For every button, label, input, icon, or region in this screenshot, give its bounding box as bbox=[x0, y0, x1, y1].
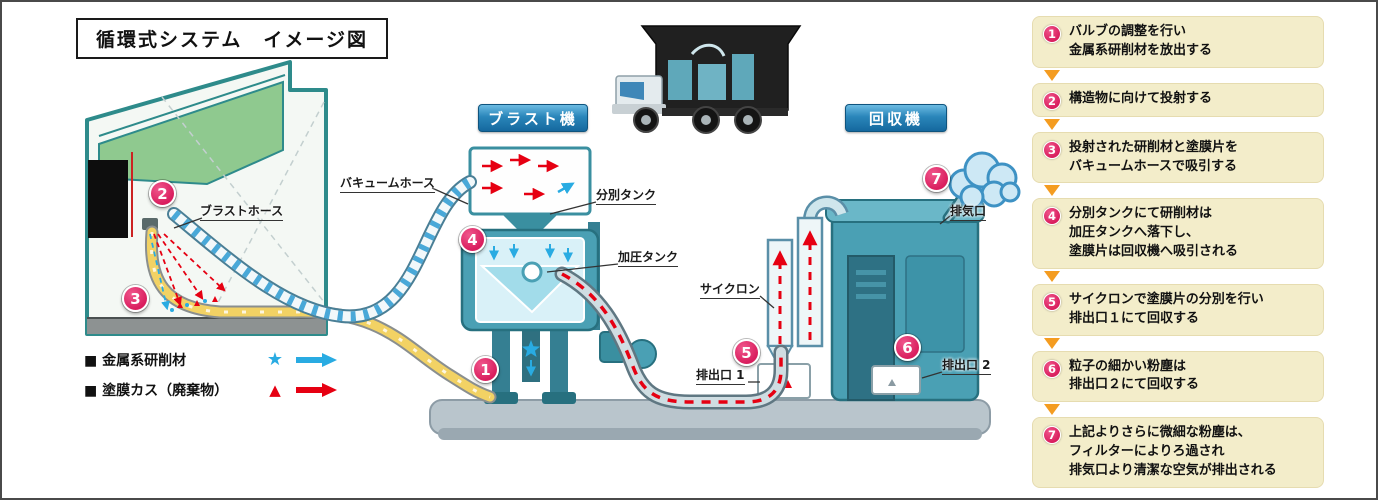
star-icon: ★ bbox=[266, 349, 284, 370]
diagram-badge-4: 4 bbox=[459, 226, 486, 253]
step-text: 上記よりさらに微細な粉塵は、 フィルターによりろ過され 排気口より清潔な空気が排… bbox=[1069, 425, 1277, 478]
label-separation-tank: 分別タンク bbox=[596, 186, 657, 205]
label-outlet-2: 排出口 2 bbox=[942, 356, 991, 375]
step-text: 投射された研削材と塗膜片を バキュームホースで吸引する bbox=[1069, 139, 1239, 174]
machine-platform bbox=[429, 399, 991, 440]
step-item-4: 4 分別タンクにて研削材は 加圧タンクへ落下し、 塗膜片は回収機へ吸引される bbox=[1032, 198, 1324, 269]
step-text: バルブの調整を行い 金属系研削材を放出する bbox=[1069, 24, 1213, 58]
smoke-cloud bbox=[948, 151, 1021, 210]
down-arrow-icon bbox=[1044, 270, 1060, 282]
diagram-artwork bbox=[85, 25, 1021, 440]
step-number-badge: 7 bbox=[1043, 426, 1061, 445]
label-exhaust-port: 排気口 bbox=[950, 202, 987, 221]
step-item-5: 5 サイクロンで塗膜片の分別を行い 排出口１にて回収する bbox=[1032, 283, 1324, 336]
step-number-badge: 6 bbox=[1043, 359, 1061, 378]
step-text: サイクロンで塗膜片の分別を行い 排出口１にて回収する bbox=[1069, 291, 1264, 326]
transfer-hose bbox=[554, 266, 789, 410]
diagram-badge-3: 3 bbox=[122, 285, 149, 312]
step-text: 粒子の細かい粉塵は 排出口２にて回収する bbox=[1069, 358, 1200, 393]
vacuum-hose-striped bbox=[167, 175, 477, 324]
step-item-6: 6 粒子の細かい粉塵は 排出口２にて回収する bbox=[1032, 350, 1324, 403]
blast-spray bbox=[149, 233, 226, 312]
legend-abrasive-label: ■ 金属系研削材 bbox=[84, 353, 187, 369]
legend-waste-label: ■ 塗膜カス（廃棄物） bbox=[84, 383, 229, 399]
step-text: 構造物に向けて投射する bbox=[1069, 90, 1213, 106]
step-number-badge: 2 bbox=[1043, 91, 1061, 110]
label-blast-hose: ブラストホース bbox=[200, 202, 284, 221]
label-pressure-tank: 加圧タンク bbox=[618, 248, 679, 267]
truck bbox=[612, 25, 802, 134]
step-text: 分別タンクにて研削材は 加圧タンクへ落下し、 塗膜片は回収機へ吸引される bbox=[1069, 206, 1239, 260]
leader-lines bbox=[173, 187, 951, 383]
down-arrow-icon bbox=[1044, 404, 1060, 416]
step-item-2: 2 構造物に向けて投射する bbox=[1032, 82, 1324, 117]
step-item-7: 7 上記よりさらに微細な粉塵は、 フィルターによりろ過され 排気口より清潔な空気… bbox=[1032, 417, 1324, 488]
step-number-badge: 3 bbox=[1043, 140, 1061, 159]
down-arrow-icon bbox=[1044, 337, 1060, 349]
legend-item-waste: ■ 塗膜カス（廃棄物） ▲ bbox=[84, 380, 338, 400]
label-vacuum-hose: バキュームホース bbox=[340, 174, 436, 193]
down-arrow-icon bbox=[1044, 185, 1060, 197]
down-arrow-icon bbox=[1044, 118, 1060, 130]
diagram-badge-1: 1 bbox=[472, 356, 499, 383]
step-item-1: 1 バルブの調整を行い 金属系研削材を放出する bbox=[1032, 16, 1324, 68]
structure bbox=[85, 60, 328, 336]
step-item-3: 3 投射された研削材と塗膜片を バキュームホースで吸引する bbox=[1032, 131, 1324, 184]
legend: ■ 金属系研削材 ★ ■ 塗膜カス（廃棄物） ▲ bbox=[84, 350, 338, 400]
diagram-badge-7: 7 bbox=[923, 165, 950, 192]
label-outlet-1: 排出口 1 bbox=[696, 366, 745, 385]
step-number-badge: 1 bbox=[1043, 25, 1061, 43]
diagram-badge-2: 2 bbox=[149, 180, 176, 207]
down-arrow-icon bbox=[1044, 69, 1060, 81]
flow-arrow-blue-icon bbox=[296, 353, 337, 367]
diagram-badge-5: 5 bbox=[733, 339, 760, 366]
flow-arrow-red-icon bbox=[296, 383, 337, 397]
label-recovery-machine: 回収機 bbox=[845, 104, 947, 132]
step-number-badge: 4 bbox=[1043, 207, 1061, 226]
triangle-icon: ▲ bbox=[269, 380, 281, 399]
process-steps-panel: 1 バルブの調整を行い 金属系研削材を放出する 2 構造物に向けて投射する 3 … bbox=[1032, 16, 1324, 488]
label-blast-machine: ブラスト機 bbox=[478, 104, 588, 132]
legend-item-abrasive: ■ 金属系研削材 ★ bbox=[84, 350, 338, 370]
diagram-badge-6: 6 bbox=[894, 334, 921, 361]
step-number-badge: 5 bbox=[1043, 292, 1061, 311]
label-cyclone: サイクロン bbox=[700, 280, 760, 299]
diagram-title: 循環式システム イメージ図 bbox=[76, 18, 389, 59]
